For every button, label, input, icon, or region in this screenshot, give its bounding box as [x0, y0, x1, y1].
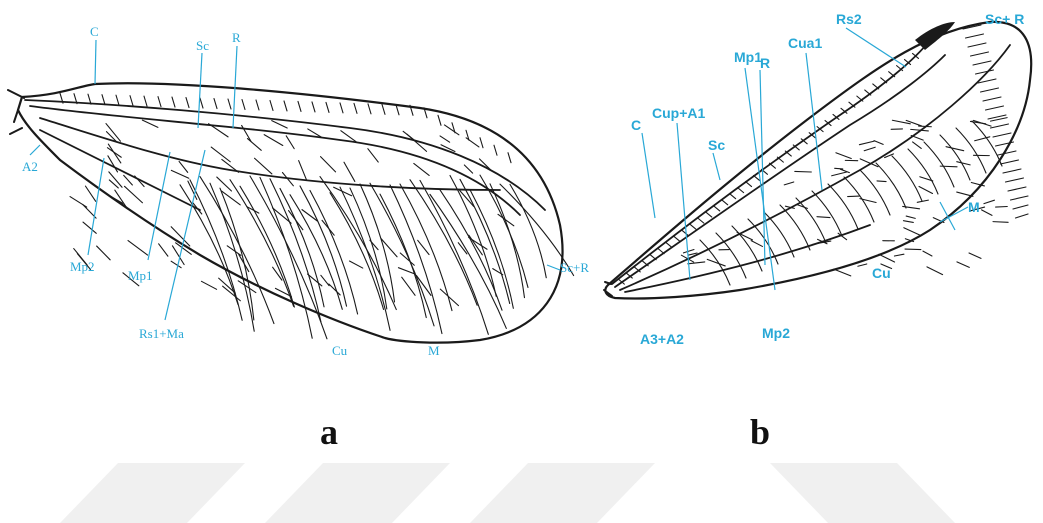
label-b-cupa1: Cup+A1 — [652, 105, 706, 121]
wing-b: C Cup+A1 Sc Mp1 R Cua1 Rs2 Sc+ R M Cu A3… — [604, 11, 1031, 452]
wing-a-base — [8, 90, 24, 134]
label-a-mp2: Mp2 — [70, 259, 95, 274]
label-b-scr: Sc+ R — [985, 11, 1024, 27]
label-a-mp1: Mp1 — [128, 268, 153, 283]
wing-b-stigma — [915, 22, 955, 50]
label-b-sc: Sc — [708, 137, 725, 153]
label-a-c: C — [90, 24, 99, 39]
label-b-a3a2: A3+A2 — [640, 331, 684, 347]
label-a-scr: Sc+R — [560, 260, 589, 275]
label-a-sc: Sc — [196, 38, 209, 53]
label-b-r: R — [760, 55, 770, 71]
label-b-cua1: Cua1 — [788, 35, 822, 51]
label-a-rs1ma: Rs1+Ma — [139, 326, 184, 341]
label-a-cu: Cu — [332, 343, 348, 358]
panel-letter-b: b — [750, 412, 770, 452]
label-b-mp2: Mp2 — [762, 325, 790, 341]
watermark-stripes — [60, 463, 955, 523]
label-b-rs2: Rs2 — [836, 11, 862, 27]
label-b-c: C — [631, 117, 641, 133]
panel-letter-a: a — [320, 412, 338, 452]
wing-a: C Sc R A2 Mp2 Mp1 Rs1+Ma Cu M Sc+R a — [8, 24, 589, 452]
label-a-r: R — [232, 30, 241, 45]
label-a-a2: A2 — [22, 159, 38, 174]
label-a-m: M — [428, 343, 440, 358]
label-b-cu: Cu — [872, 265, 891, 281]
label-b-m: M — [968, 199, 980, 215]
label-b-mp1: Mp1 — [734, 49, 762, 65]
